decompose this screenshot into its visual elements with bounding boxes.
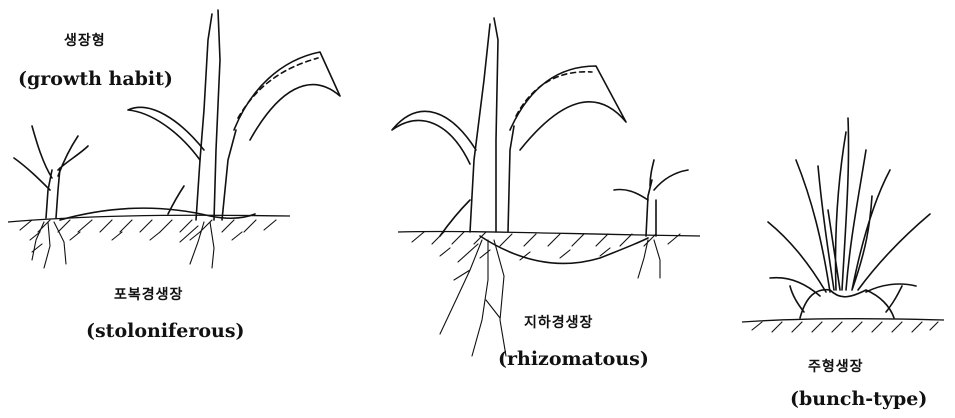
bunch-type-english-label: (bunch-type) [790, 388, 927, 410]
title-english: (growth habit) [18, 68, 173, 90]
rhizomatous-plant-illustration [392, 18, 700, 356]
bunch-type-plant-illustration [742, 118, 944, 332]
rhizomatous-korean-label: 지하경생장 [524, 312, 593, 332]
rhizomatous-english-label: (rhizomatous) [498, 348, 649, 370]
bunch-type-korean-label: 주형생장 [808, 356, 864, 376]
stoloniferous-plant-illustration [8, 10, 340, 268]
title-korean: 생장형 [64, 30, 106, 50]
stoloniferous-korean-label: 포복경생장 [114, 284, 183, 304]
stoloniferous-english-label: (stoloniferous) [86, 320, 245, 342]
